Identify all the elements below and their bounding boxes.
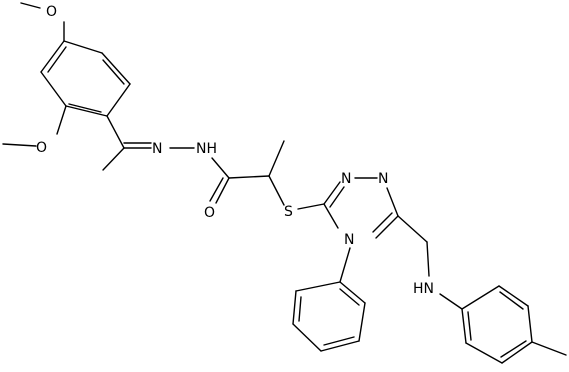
atom-n-triazole-1: N [341,171,351,187]
tolyl-ring [461,285,567,364]
atom-n-triazole-4: N [344,232,354,248]
hydrazone-linker: N NH [102,115,217,171]
atom-nh-aniline: HN [413,281,434,297]
n-phenyl-ring [292,247,366,352]
methoxy-top: O [20,2,65,42]
atom-nh-amide: NH [196,141,217,157]
atom-n-triazole-2: N [378,171,388,187]
dimethoxyphenyl-ring [40,40,131,117]
propanoyl-amide: O S [204,140,293,221]
atom-o-carbonyl: O [204,205,215,221]
methylene-amine-linker: HN [397,215,463,310]
methoxy-middle: O [2,105,67,156]
triazole-ring: N N N [297,171,399,248]
atom-o-methoxy-mid: O [36,140,47,156]
atom-s-thioether: S [284,204,293,220]
atom-n-hydrazone: N [152,141,162,157]
atom-o-methoxy-top: O [46,4,57,20]
